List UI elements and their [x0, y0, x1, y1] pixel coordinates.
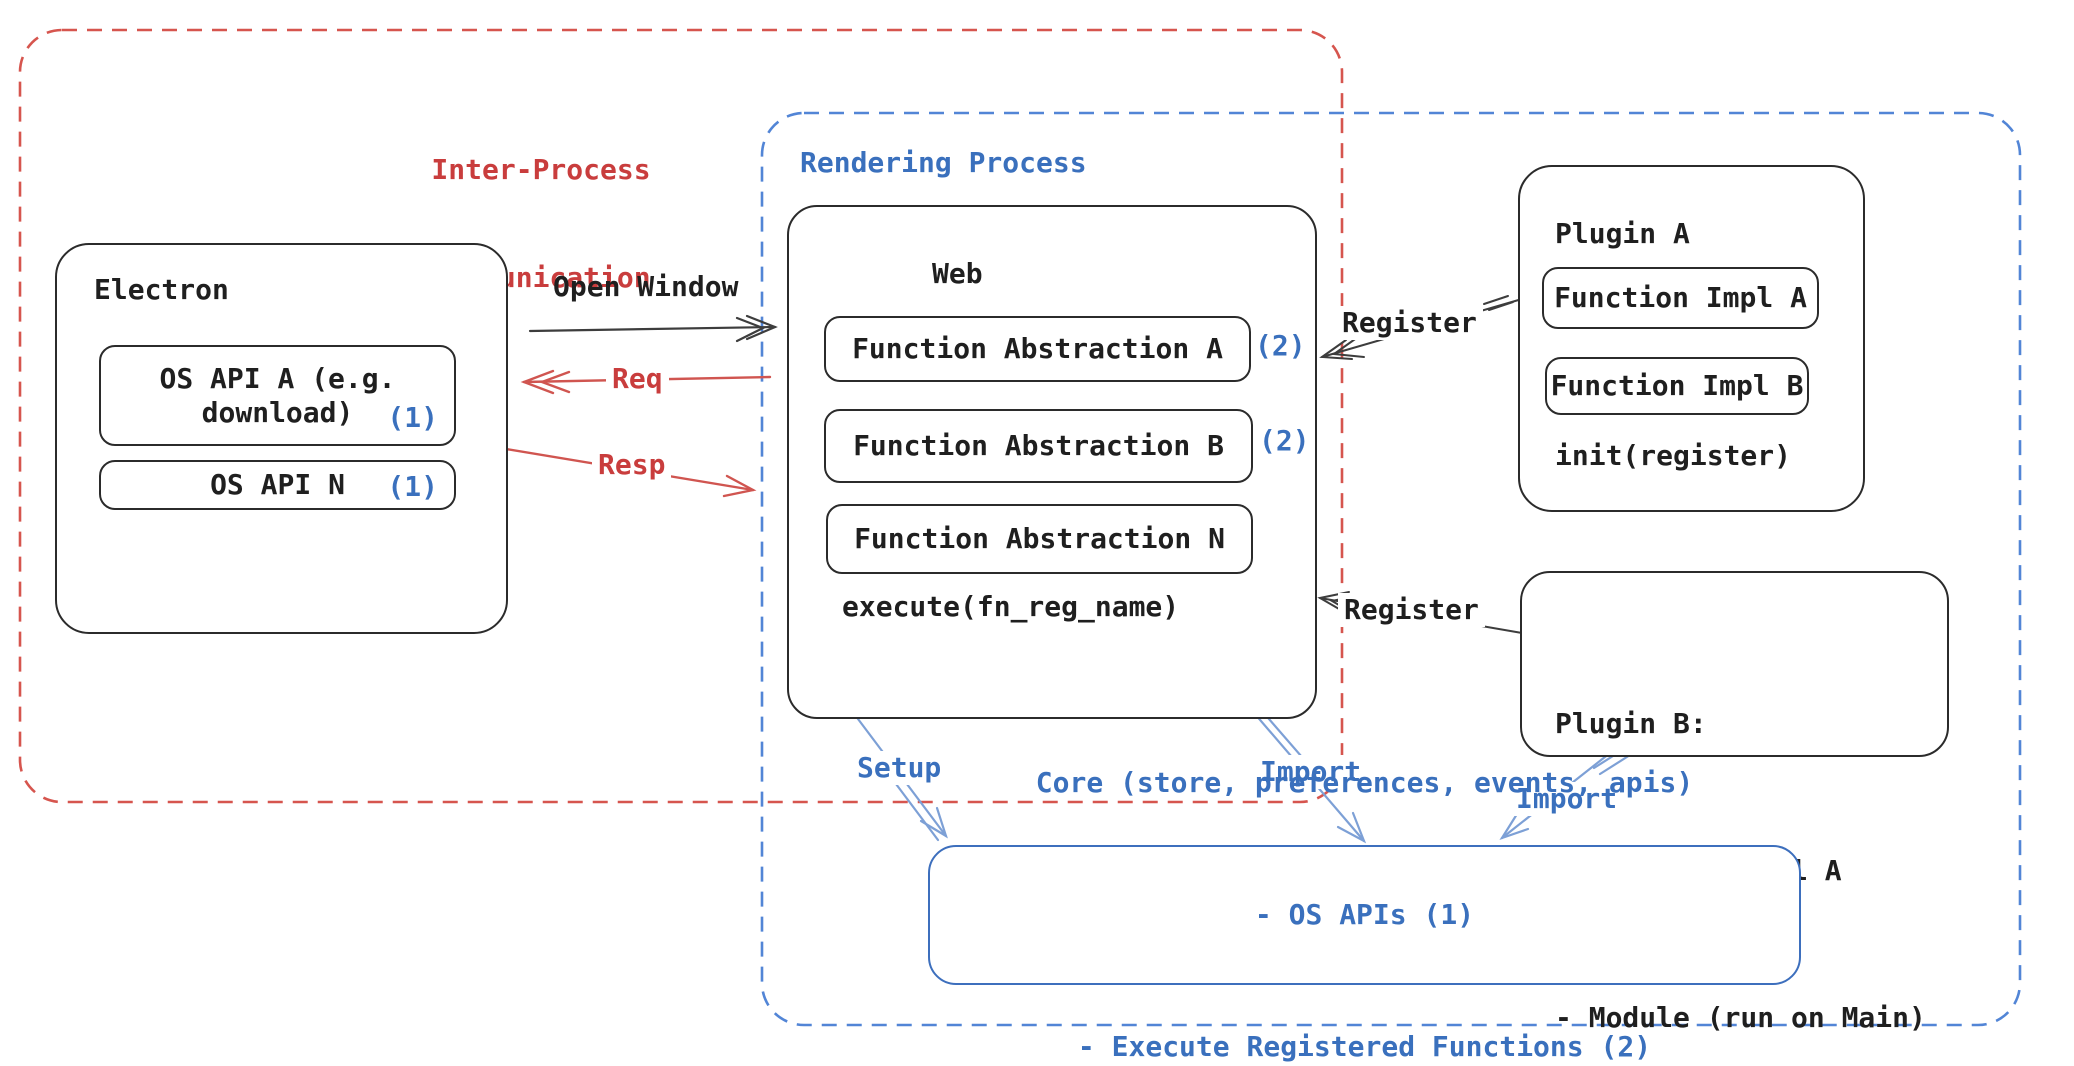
open-window-label: Open Window: [553, 270, 739, 303]
os-api-a-label-line2: download): [201, 395, 354, 429]
core-box: Core (store, preferences, events, apis) …: [928, 766, 1801, 1063]
electron-box: Electron OS API A (e.g. download) (1) OS…: [55, 243, 508, 634]
web-title: Web: [932, 257, 983, 290]
ipc-region-label-line1: Inter-Process: [431, 153, 651, 186]
plugin-a-box: Plugin A Function Impl A Function Impl B…: [1518, 165, 1865, 512]
execute-label: execute(fn_reg_name): [842, 590, 1180, 623]
os-api-a-label-line1: OS API A (e.g.: [159, 361, 396, 395]
function-abstraction-a-label: Function Abstraction A: [852, 332, 1223, 365]
import-plugin-b-label: Import: [1510, 782, 1624, 816]
electron-title: Electron: [94, 273, 229, 306]
os-api-a-box: OS API A (e.g. download) (1): [99, 345, 456, 446]
core-title: Core (store, preferences, events, apis): [1035, 766, 1694, 799]
function-impl-a-label: Function Impl A: [1554, 281, 1807, 314]
plugin-b-title: Plugin B:: [1555, 707, 1707, 740]
function-impl-a-box: Function Impl A: [1542, 267, 1819, 329]
function-impl-b-label: Function Impl B: [1550, 369, 1804, 402]
function-abstraction-a-ref: (2): [1255, 329, 1306, 362]
function-abstraction-a-box: Function Abstraction A: [824, 316, 1251, 382]
ipc-region-label: Inter-Process Communication: [411, 80, 671, 368]
req-label: Req: [606, 362, 669, 396]
function-impl-b-box: Function Impl B: [1545, 357, 1809, 415]
register-plugin-b-label: Register: [1338, 593, 1485, 627]
os-api-a-ref: (1): [387, 401, 438, 434]
plugin-b-item-module: - Module (run on Main): [1555, 1001, 1926, 1034]
init-register-label: init(register): [1555, 439, 1792, 472]
os-api-n-box: OS API N (1): [99, 460, 456, 510]
function-abstraction-n-label: Function Abstraction N: [854, 522, 1225, 555]
function-abstraction-b-box: Function Abstraction B: [824, 409, 1253, 483]
os-api-n-ref: (1): [387, 470, 438, 503]
plugin-a-title: Plugin A: [1555, 217, 1690, 250]
resp-label: Resp: [592, 448, 672, 482]
web-box: Web Function Abstraction A (2) Function …: [787, 205, 1317, 719]
setup-label: Setup: [851, 751, 948, 785]
core-item-execute-registered-functions: - Execute Registered Functions (2): [1077, 1030, 1652, 1063]
os-api-n-label: OS API N: [210, 468, 345, 501]
import-web-label: Import: [1254, 755, 1368, 789]
rendering-region-label: Rendering Process: [800, 146, 1087, 179]
function-abstraction-b-label: Function Abstraction B: [853, 429, 1224, 462]
function-abstraction-n-box: Function Abstraction N: [826, 504, 1253, 574]
core-item-os-apis: - OS APIs (1): [1254, 898, 1475, 931]
function-abstraction-b-ref: (2): [1259, 424, 1310, 457]
register-plugin-a-label: Register: [1336, 306, 1483, 340]
